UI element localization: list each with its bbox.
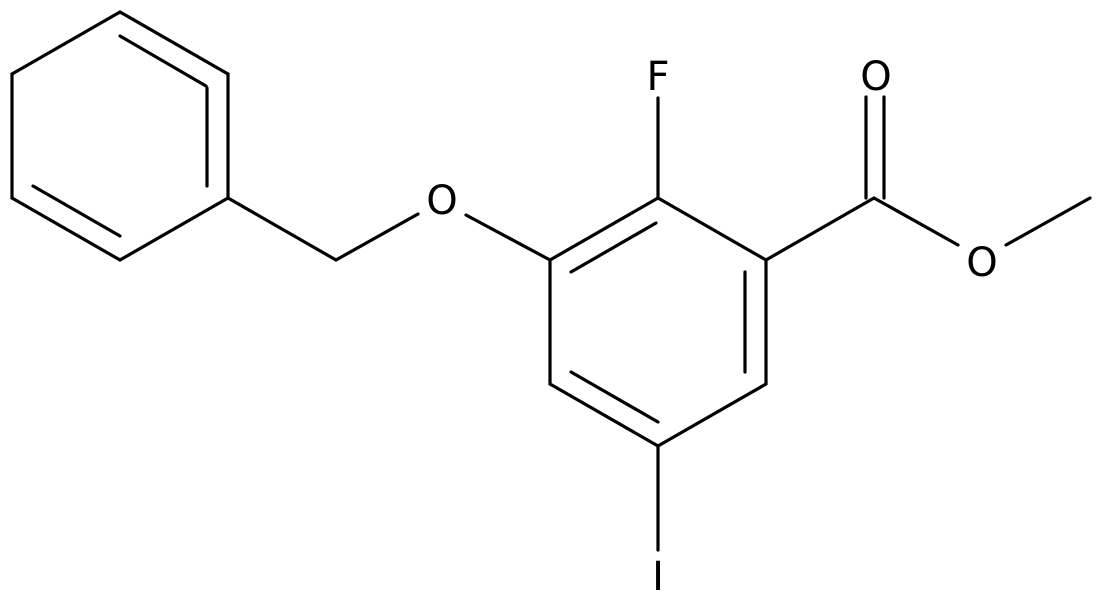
benzyl-phenyl-ring <box>10 10 230 262</box>
bond <box>764 196 876 262</box>
ether-oxygen-label: O <box>426 178 457 224</box>
bond <box>10 196 122 262</box>
bond <box>118 10 230 76</box>
carbonyl-oxygen-label: O <box>860 54 891 100</box>
benzyloxy-linker <box>226 196 552 262</box>
double-bond-inner <box>569 370 660 424</box>
methyl-ester-group <box>764 95 1092 262</box>
double-bond-inner <box>569 221 658 274</box>
bond <box>548 196 660 262</box>
bond <box>464 213 552 262</box>
central-benzene-ring <box>548 196 768 448</box>
bond <box>656 196 768 262</box>
bond <box>10 10 122 76</box>
bond <box>548 382 660 448</box>
double-bond-inner <box>31 184 122 238</box>
bond <box>656 382 768 448</box>
bond <box>118 196 230 262</box>
bond <box>1004 196 1092 247</box>
bond <box>872 196 960 247</box>
iodine-label: I <box>652 554 664 598</box>
bond <box>226 196 338 262</box>
bond <box>334 212 420 262</box>
fluorine-label: F <box>646 54 669 100</box>
ester-oxygen-label: O <box>966 240 997 286</box>
double-bond-inner <box>118 34 208 88</box>
